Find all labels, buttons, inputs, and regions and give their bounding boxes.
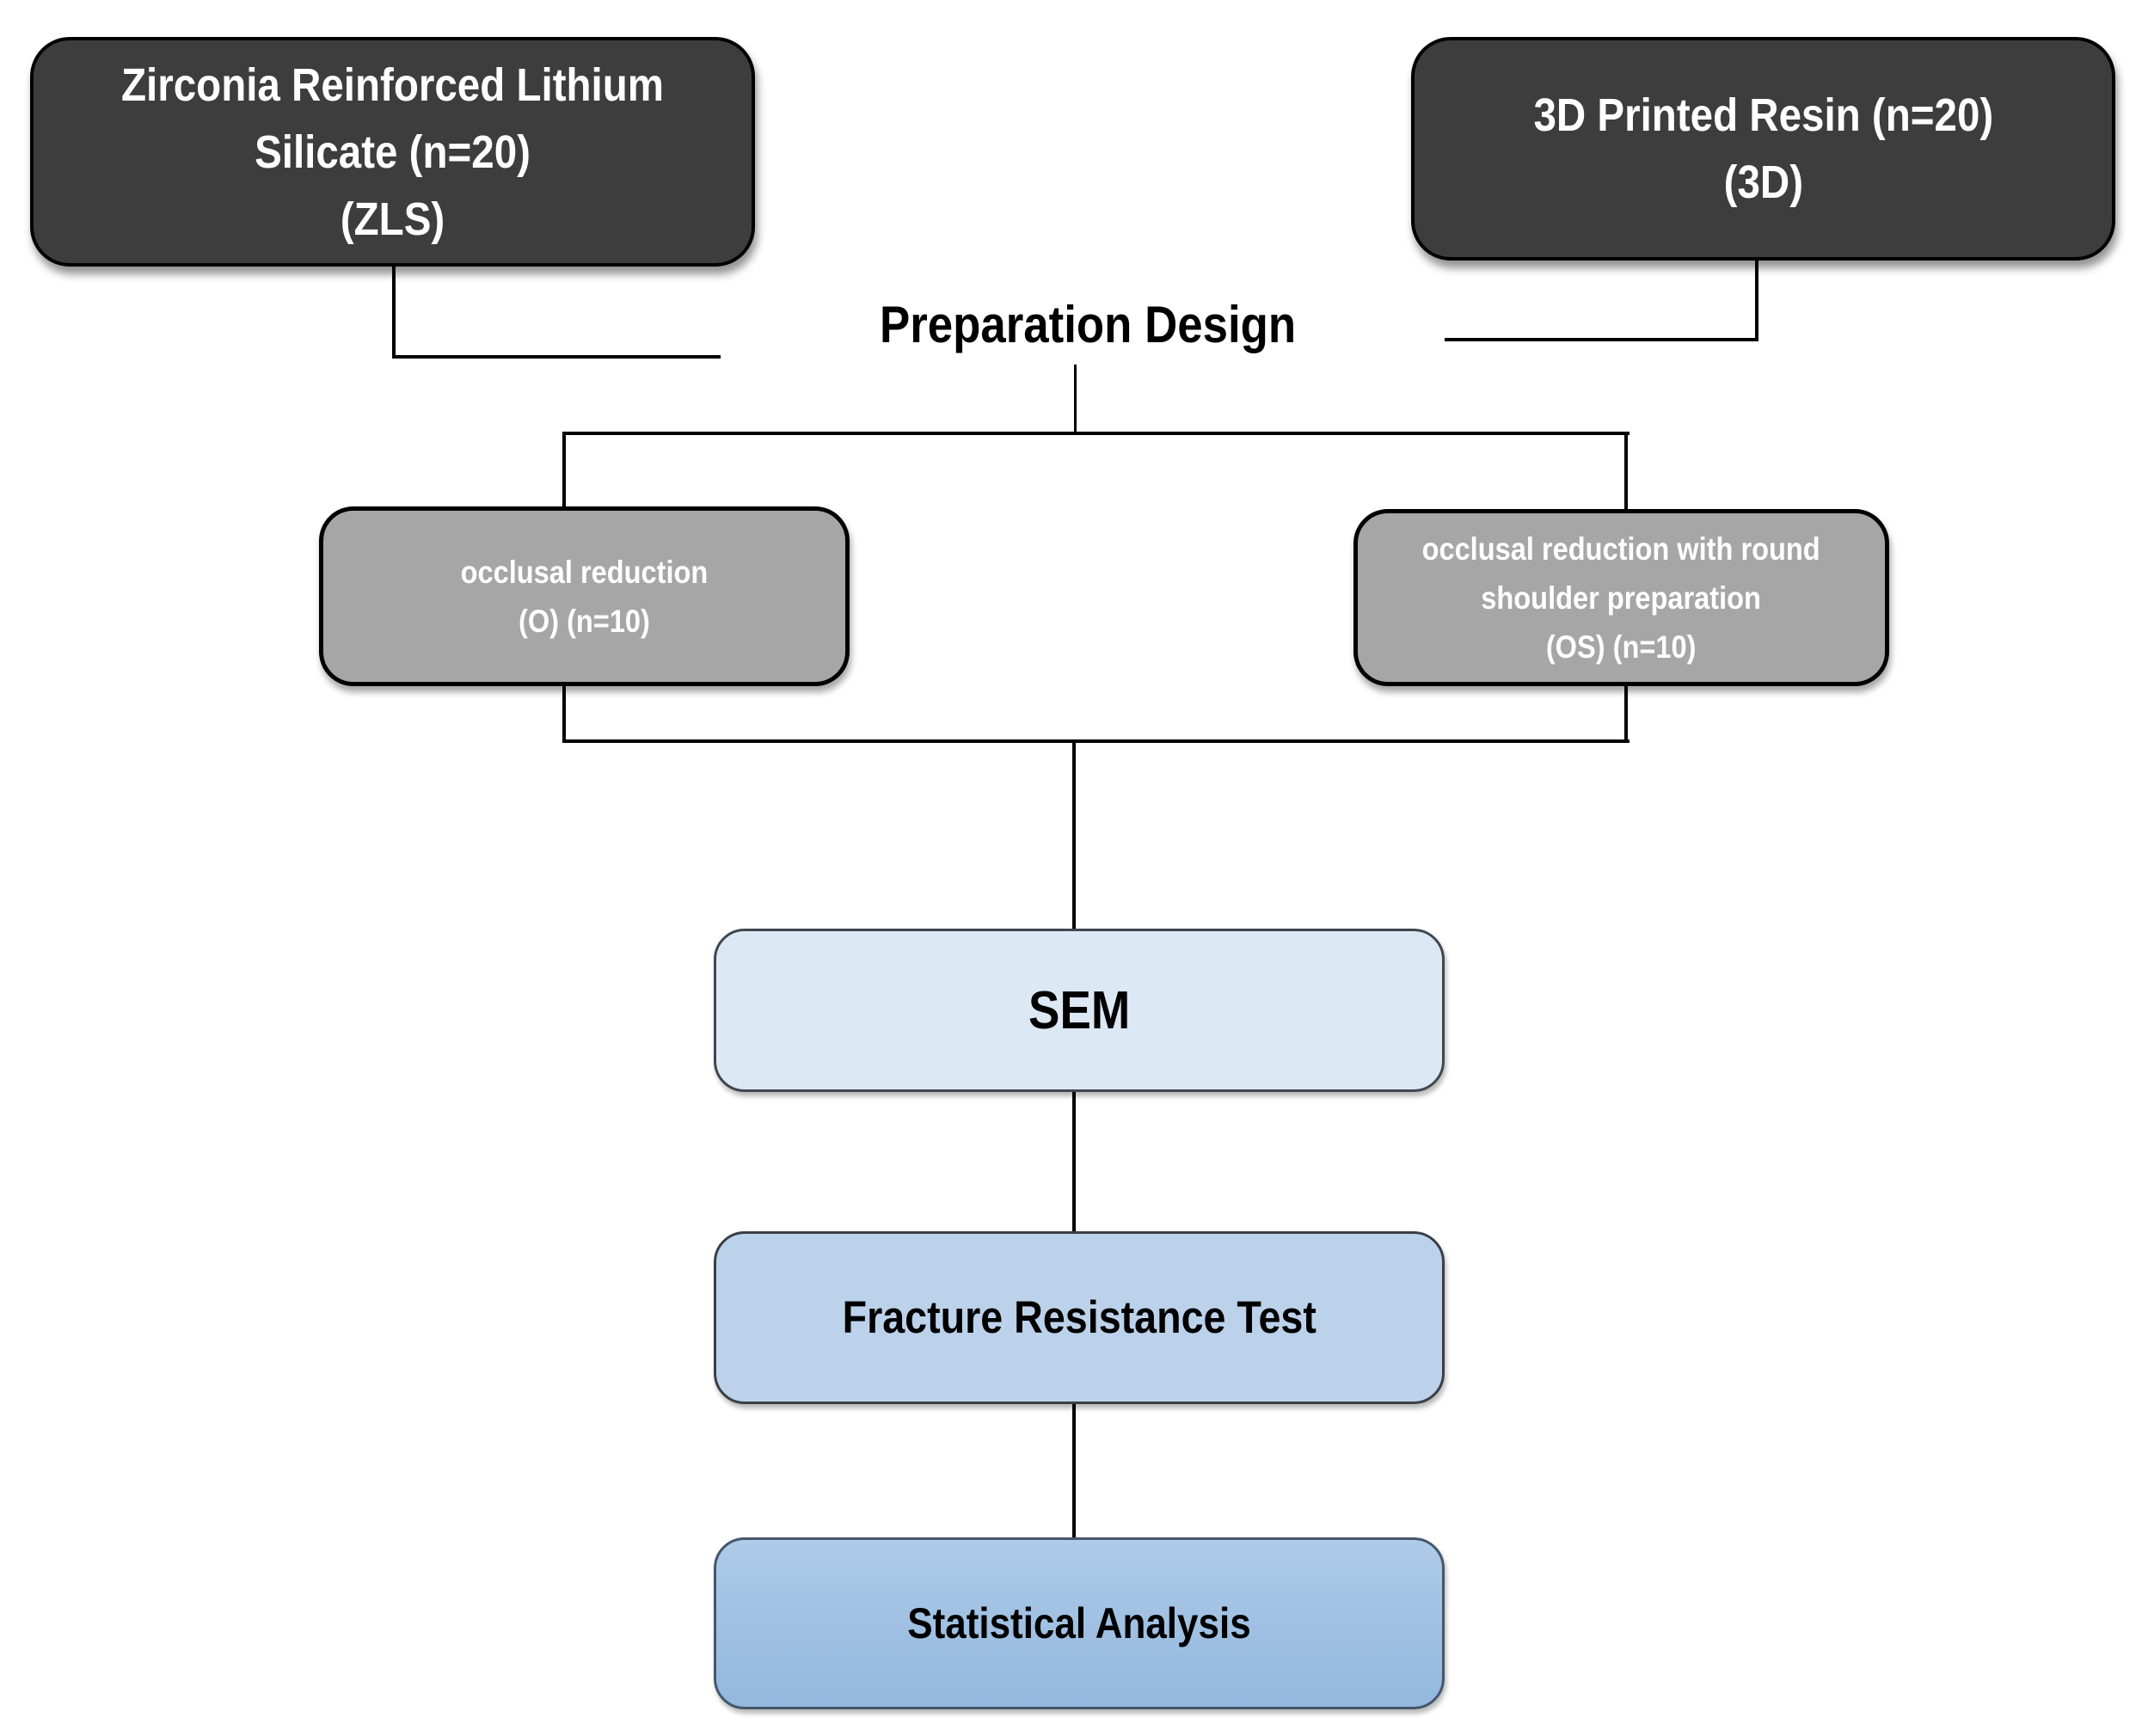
connector-3d-horizontal — [1445, 338, 1758, 341]
connector-branch-right-drop — [1624, 432, 1628, 512]
occlusal-shoulder-label: occlusal reduction with round shoulder p… — [1422, 524, 1820, 672]
3d-label-line-2: (3D) — [1723, 156, 1803, 208]
3d-label-line-1: 3D Printed Resin (n=20) — [1533, 89, 1993, 141]
connector-sem-to-fracture — [1072, 1090, 1076, 1233]
connector-prep-drop — [1074, 365, 1077, 433]
preparation-design-label: Preparation Design — [879, 295, 1297, 353]
connector-zls-vertical — [392, 265, 396, 359]
occlusal-shoulder-label-line-2: shoulder preparation — [1481, 580, 1762, 616]
connector-zls-horizontal — [392, 355, 721, 359]
zls-group-label: Zirconia Reinforced Lithium Silicate (n=… — [121, 52, 664, 253]
3d-printed-resin-group-box: 3D Printed Resin (n=20) (3D) — [1411, 37, 2115, 261]
statistical-analysis-box: Statistical Analysis — [714, 1537, 1445, 1709]
connector-merge-right-rise — [1624, 684, 1628, 743]
connector-fracture-to-stats — [1072, 1402, 1076, 1539]
fracture-resistance-test-box: Fracture Resistance Test — [714, 1231, 1445, 1404]
zls-label-line-1: Zirconia Reinforced Lithium — [120, 58, 665, 111]
occlusal-shoulder-label-line-1: occlusal reduction with round — [1421, 531, 1821, 567]
connector-merge-left-rise — [562, 684, 566, 743]
occlusal-reduction-label: occlusal reduction (O) (n=10) — [461, 548, 709, 646]
zls-label-line-3: (ZLS) — [340, 193, 445, 245]
connector-branch-left-drop — [562, 432, 566, 509]
zls-label-line-2: Silicate (n=20) — [255, 126, 531, 178]
sem-box: SEM — [714, 929, 1445, 1092]
fracture-resistance-test-label: Fracture Resistance Test — [842, 1292, 1317, 1343]
zls-group-box: Zirconia Reinforced Lithium Silicate (n=… — [30, 37, 755, 267]
sem-label: SEM — [1028, 980, 1131, 1040]
connector-3d-vertical — [1755, 258, 1758, 341]
occlusal-reduction-box: occlusal reduction (O) (n=10) — [319, 506, 850, 686]
3d-printed-resin-group-label: 3D Printed Resin (n=20) (3D) — [1533, 82, 1993, 216]
connector-merge-bottom-bar — [564, 739, 1630, 743]
preparation-design-label-wrap: Preparation Design — [761, 287, 1415, 361]
statistical-analysis-label: Statistical Analysis — [907, 1599, 1251, 1647]
occlusal-shoulder-box: occlusal reduction with round shoulder p… — [1353, 509, 1889, 686]
occlusal-label-line-1: occlusal reduction — [460, 554, 709, 590]
occlusal-shoulder-label-line-3: (OS) (n=10) — [1546, 629, 1697, 665]
connector-merge-to-sem — [1072, 739, 1076, 930]
occlusal-label-line-2: (O) (n=10) — [519, 603, 650, 639]
connector-branch-top-bar — [564, 432, 1630, 435]
